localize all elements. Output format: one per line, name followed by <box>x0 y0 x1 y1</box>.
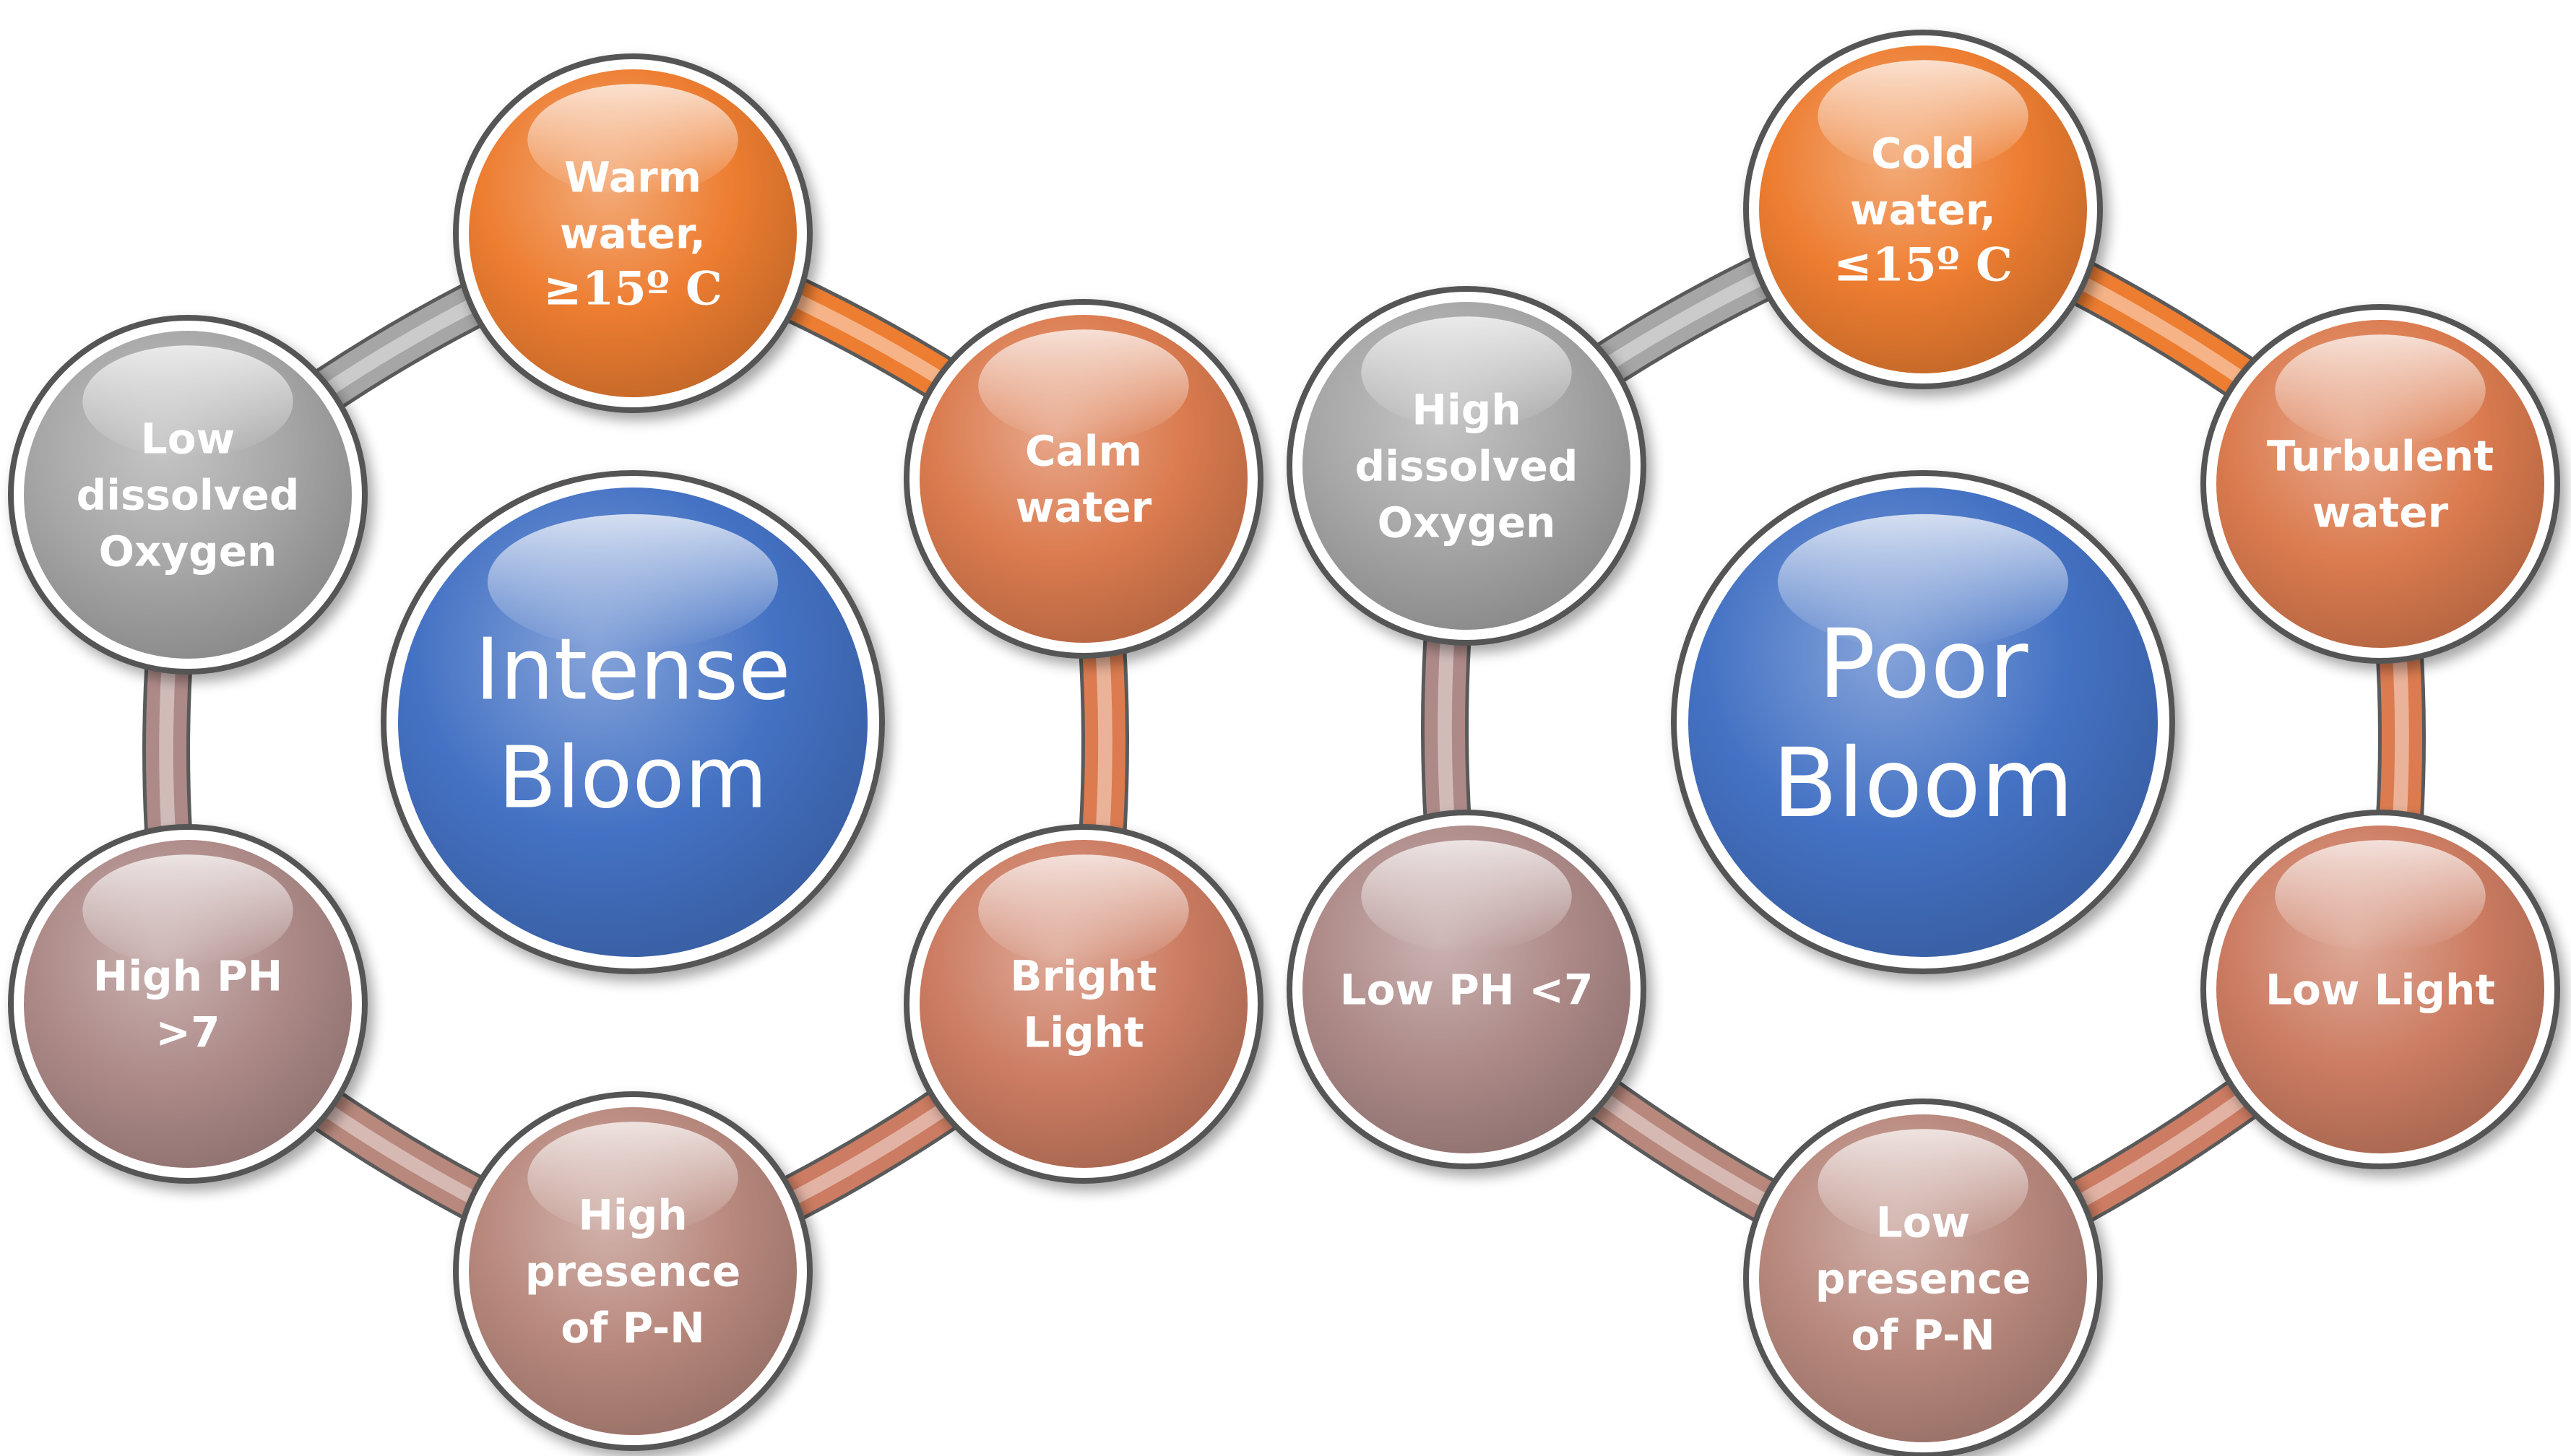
right-factor-node-5: Low PH <7 <box>1287 810 1646 1169</box>
factor-label-line: presence <box>525 1247 740 1296</box>
factor-label-line: Oxygen <box>99 526 277 576</box>
factor-label-line: Warm <box>564 152 701 202</box>
right-factor-node-2: Turbulent water <box>2200 304 2560 664</box>
left-factor-node-2: Calm water <box>904 299 1263 659</box>
node-gloss <box>527 84 738 196</box>
factor-label-line: Calm <box>1025 426 1142 475</box>
factor-label-line: ≥15º C <box>543 261 722 316</box>
factor-label-line: of P-N <box>561 1303 704 1352</box>
factor-label-line: dissolved <box>1355 441 1578 490</box>
factor-label-line: Cold <box>1871 129 1975 178</box>
node-gloss <box>82 854 293 967</box>
factor-label-line: of P-N <box>1851 1310 1995 1359</box>
factor-label-line: dissolved <box>77 470 300 519</box>
factor-label-line: Light <box>1023 1008 1144 1057</box>
node-gloss <box>82 345 293 458</box>
right-factor-node-1: Cold water,≤15º C <box>1743 30 2103 389</box>
factor-label-line: Low <box>1876 1197 1970 1247</box>
node-gloss <box>527 1122 738 1234</box>
factor-label-line: Oxygen <box>1378 498 1556 547</box>
center-label-line: Bloom <box>1772 728 2073 839</box>
left-factor-node-5: High PH >7 <box>8 824 368 1184</box>
left-factor-node-1: Warm water,≥15º C <box>453 53 813 413</box>
node-gloss <box>978 329 1189 442</box>
center-label-line: Bloom <box>498 727 767 827</box>
node-gloss <box>1361 840 1572 953</box>
left-factor-node-4: High presence of P-N <box>453 1091 813 1451</box>
factor-label-line: Low <box>141 414 235 463</box>
factor-label-line: ≤15º C <box>1833 238 2013 292</box>
node-gloss <box>2275 840 2486 953</box>
center-gloss <box>1778 514 2068 650</box>
node-gloss <box>2275 334 2486 447</box>
factor-label-line: water <box>2312 488 2449 537</box>
factor-label-line: water, <box>1850 185 1996 234</box>
factor-label-line: Turbulent <box>2267 431 2494 480</box>
factor-label-line: >7 <box>156 1008 220 1057</box>
factor-label-line: High PH <box>93 951 282 1000</box>
factor-label-line: High <box>1412 385 1521 434</box>
right-factor-node-4: Low presence of P-N <box>1743 1098 2103 1456</box>
factor-label-line: presence <box>1815 1254 2031 1303</box>
right-factor-node-3: Low Light <box>2200 810 2560 1169</box>
node-gloss <box>1361 316 1572 429</box>
center-label-line: Poor <box>1818 609 2028 720</box>
node-gloss <box>1818 1129 2028 1242</box>
factor-label-line: water, <box>560 209 706 258</box>
factor-label-line: water <box>1016 482 1152 532</box>
center-label-line: Intense <box>475 619 790 719</box>
factor-label-line: Low Light <box>2265 965 2495 1014</box>
factor-label-line: Low PH <7 <box>1340 965 1594 1014</box>
factor-label-line: High <box>578 1190 687 1239</box>
center-gloss <box>488 514 778 650</box>
factor-label-line: Bright <box>1010 951 1157 1000</box>
node-gloss <box>1818 60 2028 173</box>
node-gloss <box>978 854 1189 967</box>
